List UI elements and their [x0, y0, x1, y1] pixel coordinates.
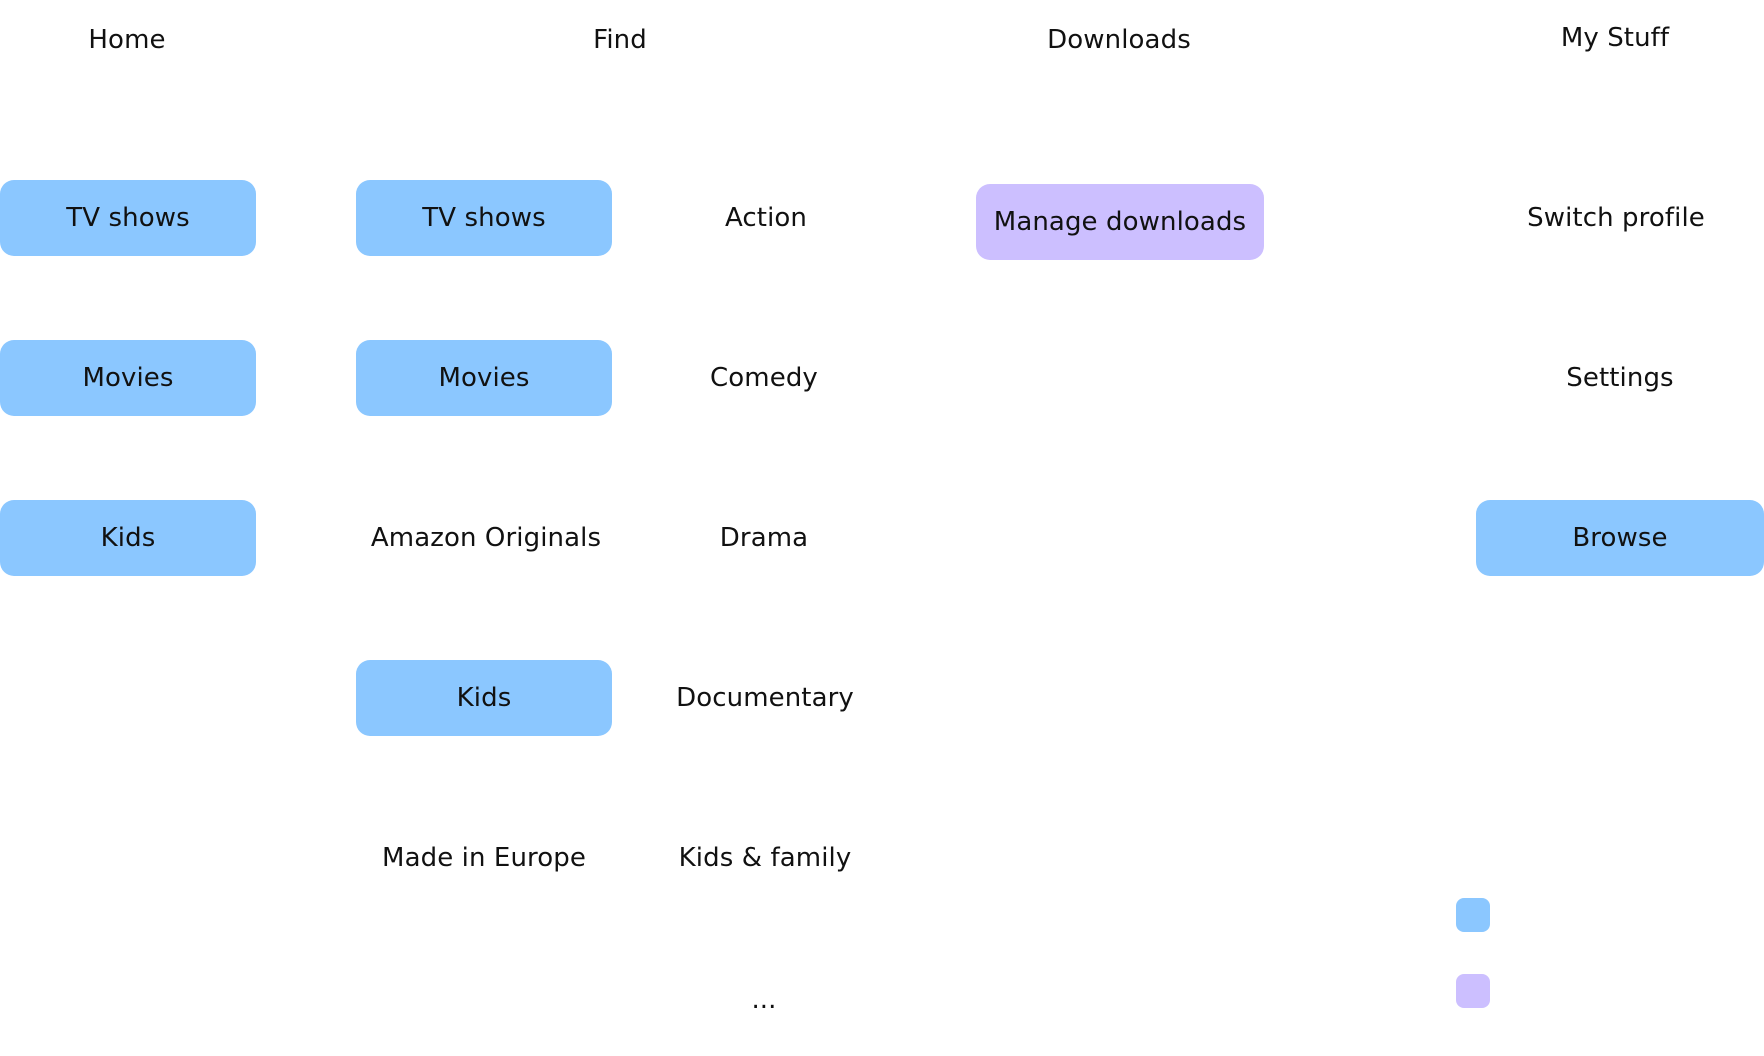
legend-swatch-purple [1456, 974, 1490, 1008]
find-tv-shows-node: TV shows [356, 180, 612, 256]
find-amazon-originals-node: Amazon Originals [370, 523, 602, 553]
genre-comedy-node: Comedy [710, 363, 818, 393]
legend-swatch-blue [1456, 898, 1490, 932]
genre-more-ellipsis: ... [751, 985, 777, 1015]
column-title-downloads: Downloads [1047, 25, 1191, 55]
find-movies-node: Movies [356, 340, 612, 416]
browse-node: Browse [1476, 500, 1764, 576]
genre-documentary-node: Documentary [676, 683, 854, 713]
genre-action-node: Action [724, 203, 808, 233]
home-movies-node: Movies [0, 340, 256, 416]
find-made-in-europe-node: Made in Europe [382, 843, 586, 873]
column-title-home: Home [88, 25, 166, 55]
switch-profile-node: Switch profile [1527, 203, 1705, 233]
home-tv-shows-node: TV shows [0, 180, 256, 256]
manage-downloads-node: Manage downloads [976, 184, 1264, 260]
settings-node: Settings [1566, 363, 1674, 393]
genre-drama-node: Drama [719, 523, 809, 553]
genre-kids-family-node: Kids & family [678, 843, 852, 873]
find-kids-node: Kids [356, 660, 612, 736]
column-title-find: Find [593, 25, 647, 55]
column-title-mystuff: My Stuff [1560, 23, 1670, 53]
home-kids-node: Kids [0, 500, 256, 576]
